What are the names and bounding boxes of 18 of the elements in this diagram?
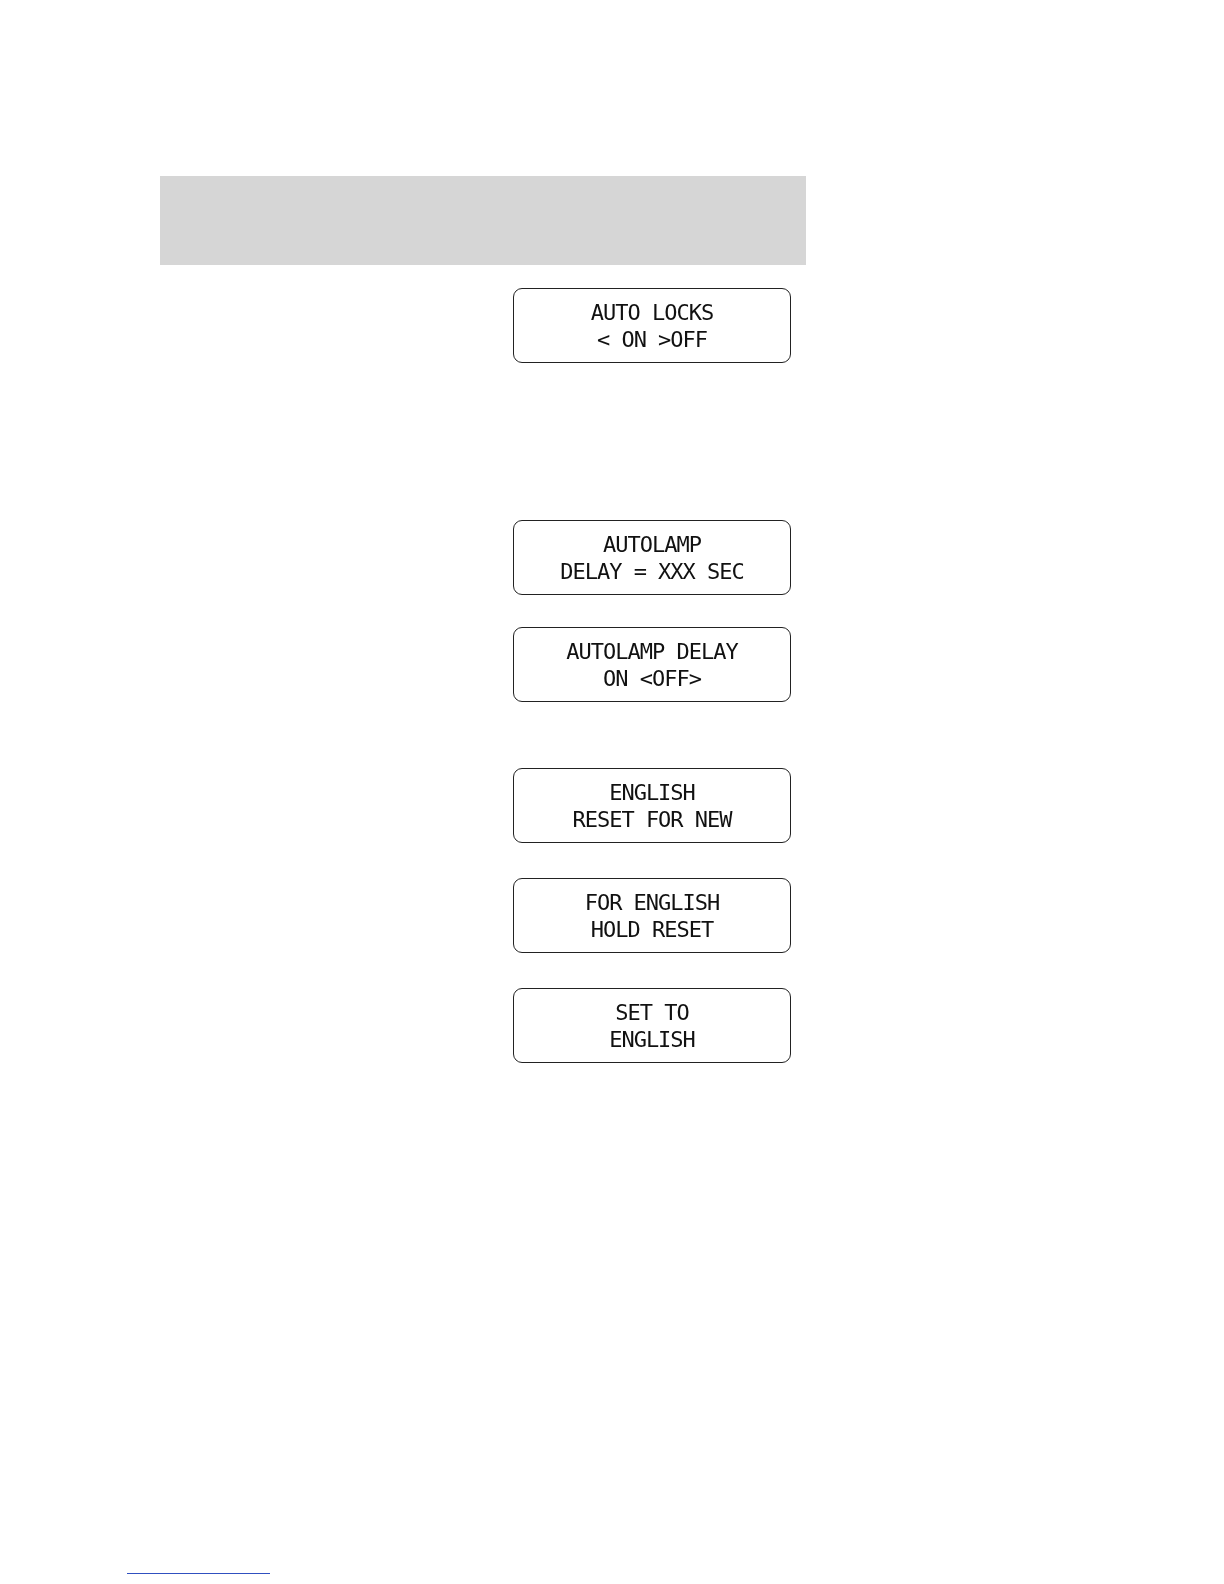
display-panel: [513, 288, 791, 363]
display-panel: [513, 988, 791, 1063]
display-text: FOR ENGLISH: [584, 888, 720, 916]
display-panel: [513, 878, 791, 953]
display-text: AUTO LOCKS: [590, 298, 714, 326]
display-text: DELAY = XXX SEC: [560, 557, 744, 585]
display-text: AUTOLAMP DELAY: [566, 637, 738, 665]
display-text: ENGLISH: [609, 778, 695, 806]
display-text: HOLD RESET: [590, 915, 714, 943]
display-text: < ON >OFF: [596, 325, 708, 353]
display-panel: [513, 520, 791, 595]
display-text: AUTOLAMP: [603, 530, 701, 558]
display-panel: [513, 627, 791, 702]
display-text: SET TO: [615, 998, 689, 1026]
display-text: ON <OFF>: [603, 664, 701, 692]
display-panel: [513, 768, 791, 843]
display-text: RESET FOR NEW: [572, 805, 732, 833]
display-text: ENGLISH: [609, 1025, 695, 1053]
